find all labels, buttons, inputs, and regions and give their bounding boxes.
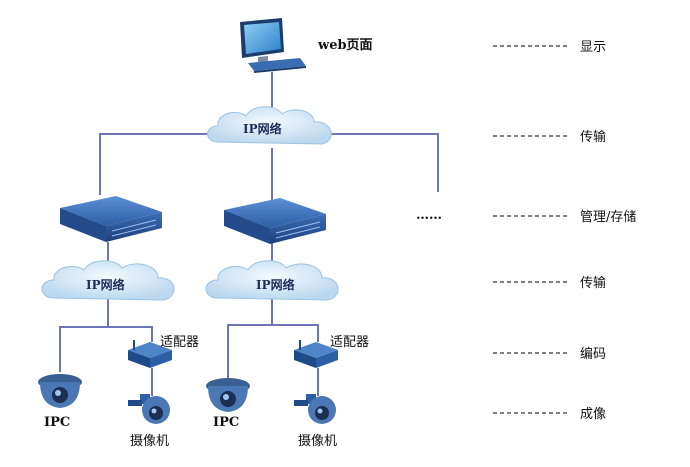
monitor-icon [240,18,306,73]
cloud-icon-top [207,106,332,145]
adapter-icon-right [294,340,338,368]
wire-right-cloud-to-ipc [227,298,273,378]
cloud-label-left: IP网络 [86,277,125,292]
wire-cloud-to-left-server [99,133,220,195]
layer-label-transport-top: 传输 [580,129,606,145]
adapter-label-left: 适配器 [160,335,199,350]
ipc-label-right: IPC [213,415,239,430]
layer-label-display: 显示 [580,40,606,55]
layer-label-management-storage: 管理/存储 [580,210,636,225]
display-label: web页面 [317,38,373,53]
wire-cloud-to-more [328,133,439,192]
server-icon-right [224,198,326,244]
layer-label-imaging: 成像 [580,407,606,422]
layer-legend: 显示 传输 管理/存储 传输 编码 成像 [493,40,636,422]
cloud-icon-left [41,260,175,301]
camera-label-left: 摄像机 [130,434,169,449]
layer-label-encoding: 编码 [580,347,606,362]
adapter-icon-left [128,340,172,368]
cloud-label-top: IP网络 [243,121,282,136]
ptz-camera-icon-right [294,394,336,424]
ellipsis-more: …… [416,208,442,223]
ipc-label-left: IPC [44,415,70,430]
wire-left-cloud-to-ipc [59,298,109,372]
ptz-camera-icon-left [128,394,170,424]
cloud-icon-right [205,260,339,301]
dome-camera-icon-left [38,374,82,408]
adapter-label-right: 适配器 [330,335,369,350]
server-icon-left [60,196,162,242]
wire-right-cloud-to-adapter [272,324,319,342]
wire-left-cloud-to-adapter [108,326,153,342]
dome-camera-icon-right [206,378,250,412]
cloud-label-right: IP网络 [256,277,295,292]
camera-label-right: 摄像机 [298,434,337,449]
layer-label-transport-bottom: 传输 [580,275,606,291]
